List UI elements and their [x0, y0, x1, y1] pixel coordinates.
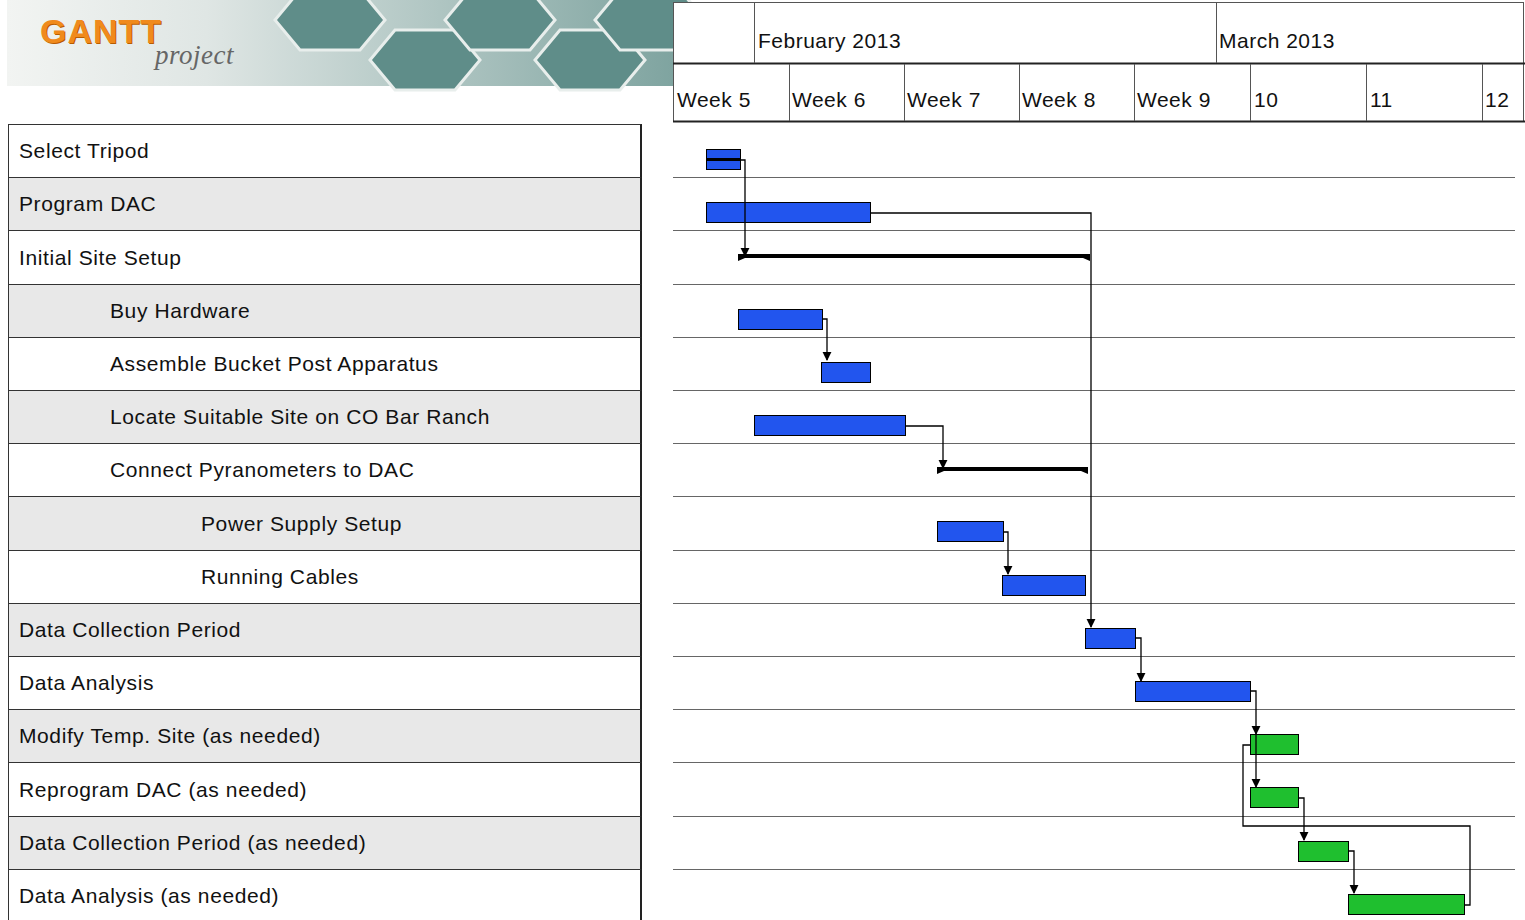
- logo-band: [7, 0, 705, 90]
- task-row: Program DAC: [8, 177, 642, 231]
- week-label: 10: [1254, 88, 1278, 112]
- task-name: Program DAC: [19, 192, 156, 216]
- task-name: Modify Temp. Site (as needed): [19, 724, 321, 748]
- task-name: Locate Suitable Site on CO Bar Ranch: [110, 405, 490, 429]
- task-name: Initial Site Setup: [19, 246, 182, 270]
- week-label: 11: [1370, 88, 1393, 112]
- week-label: 12: [1485, 88, 1509, 112]
- task-name: Data Analysis (as needed): [19, 884, 279, 908]
- task-name: Data Collection Period: [19, 618, 241, 642]
- week-label: Week 7: [907, 88, 981, 112]
- task-name: Power Supply Setup: [201, 512, 402, 536]
- task-row: Assemble Bucket Post Apparatus: [8, 337, 642, 391]
- task-row: Buy Hardware: [8, 284, 642, 338]
- task-row: Modify Temp. Site (as needed): [8, 709, 642, 763]
- task-row: Reprogram DAC (as needed): [8, 762, 642, 817]
- dependency-arrows: [740, 160, 1470, 905]
- month-label: February 2013: [758, 29, 901, 53]
- week-label: Week 5: [677, 88, 751, 112]
- task-row: Power Supply Setup: [8, 496, 642, 551]
- week-label: Week 6: [792, 88, 866, 112]
- task-name: Buy Hardware: [110, 299, 250, 323]
- task-name: Assemble Bucket Post Apparatus: [110, 352, 439, 376]
- task-row: Data Analysis (as needed): [8, 869, 642, 920]
- week-label: Week 9: [1137, 88, 1211, 112]
- logo-subtext: project: [155, 40, 234, 71]
- task-name: Reprogram DAC (as needed): [19, 778, 307, 802]
- task-row: Data Collection Period (as needed): [8, 816, 642, 870]
- week-label: Week 8: [1022, 88, 1096, 112]
- row-lines: [673, 178, 1515, 920]
- task-bars: [706, 150, 1465, 915]
- task-row: Running Cables: [8, 550, 642, 604]
- task-row: Select Tripod: [8, 124, 642, 178]
- task-row: Data Analysis: [8, 656, 642, 710]
- task-name: Running Cables: [201, 565, 359, 589]
- task-row: Connect Pyranometers to DAC: [8, 443, 642, 497]
- task-row: Locate Suitable Site on CO Bar Ranch: [8, 390, 642, 444]
- task-name: Data Collection Period (as needed): [19, 831, 366, 855]
- header-grid: [673, 2, 1525, 122]
- task-name: Select Tripod: [19, 139, 149, 163]
- task-name: Connect Pyranometers to DAC: [110, 458, 415, 482]
- month-label: March 2013: [1219, 29, 1335, 53]
- task-row: Initial Site Setup: [8, 230, 642, 285]
- task-row: Data Collection Period: [8, 603, 642, 657]
- logo-text: GANTT: [40, 12, 162, 51]
- task-name: Data Analysis: [19, 671, 154, 695]
